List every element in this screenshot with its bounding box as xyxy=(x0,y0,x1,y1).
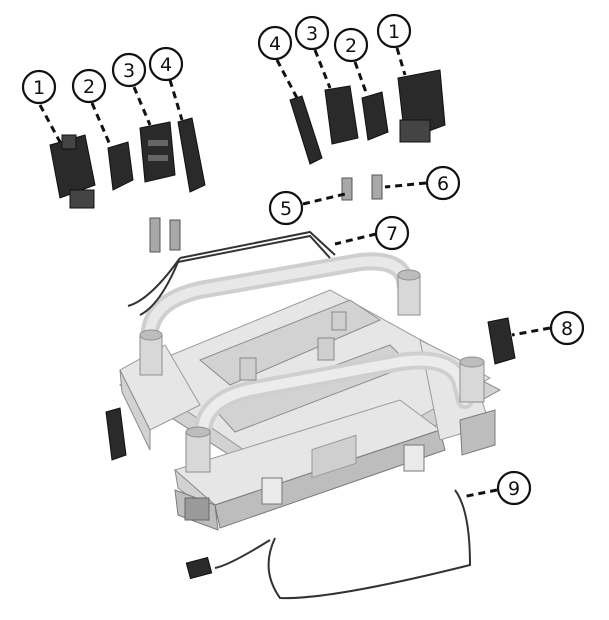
frame-bracket-3 xyxy=(331,311,347,331)
callout-left-4: 4 xyxy=(148,46,184,82)
terminal-block-left xyxy=(105,407,127,461)
callout-8-label: 8 xyxy=(561,318,573,340)
callout-9-label: 9 xyxy=(508,478,520,500)
wire-harness-7 xyxy=(127,230,336,316)
front-handle-highlight xyxy=(195,355,470,445)
main-frame xyxy=(118,252,502,531)
leader-8 xyxy=(511,326,551,337)
right-part-2 xyxy=(361,91,389,141)
leader-6 xyxy=(384,181,427,189)
callout-8: 8 xyxy=(549,310,585,346)
right-part-3 xyxy=(324,85,359,145)
leader-left-4 xyxy=(168,79,184,121)
left-part-3 xyxy=(139,121,176,183)
leader-right-4 xyxy=(275,59,299,99)
leader-9 xyxy=(461,488,498,499)
leader-7 xyxy=(334,232,377,246)
left-part-4 xyxy=(177,117,206,193)
callout-7-label: 7 xyxy=(386,223,398,245)
front-plate xyxy=(311,434,357,479)
left-metal-brackets xyxy=(149,217,181,253)
corner-post-front-right xyxy=(459,356,485,403)
callout-right-2: 2 xyxy=(333,27,369,63)
front-tube-opening xyxy=(184,497,210,521)
callout-6: 6 xyxy=(425,165,461,201)
callout-right-4: 4 xyxy=(257,25,293,61)
latch-right xyxy=(403,444,425,472)
callout-left-4-label: 4 xyxy=(160,54,172,76)
callout-right-4-label: 4 xyxy=(269,33,281,55)
left-beam-side xyxy=(119,369,151,451)
callout-5-label: 5 xyxy=(280,198,292,220)
callout-right-1: 1 xyxy=(376,13,412,49)
callout-right-2-label: 2 xyxy=(345,35,357,57)
right-beam-end xyxy=(459,409,496,456)
callout-6-label: 6 xyxy=(437,173,449,195)
callout-right-1-label: 1 xyxy=(388,21,400,43)
corner-post-back-left xyxy=(139,329,163,376)
right-part-1 xyxy=(397,69,446,143)
callout-left-3: 3 xyxy=(111,52,147,88)
latch-left xyxy=(261,477,283,505)
frame-bracket-2 xyxy=(239,357,257,381)
terminal-block-8 xyxy=(487,317,516,365)
leader-left-2 xyxy=(90,102,112,146)
callout-right-3-label: 3 xyxy=(306,23,318,45)
callout-left-2: 2 xyxy=(71,68,107,104)
leader-right-2 xyxy=(353,61,369,96)
callout-7: 7 xyxy=(374,215,410,251)
corner-post-front-left xyxy=(185,426,211,473)
callout-left-2-label: 2 xyxy=(83,76,95,98)
callout-left-1: 1 xyxy=(21,69,57,105)
callout-9: 9 xyxy=(496,470,532,506)
leader-left-3 xyxy=(132,86,152,126)
callout-left-1-label: 1 xyxy=(33,77,45,99)
frame-bracket-1 xyxy=(317,337,335,361)
cable-assembly-9 xyxy=(185,489,472,600)
right-metal-brackets xyxy=(341,174,383,201)
leader-right-1 xyxy=(395,47,407,76)
leader-right-3 xyxy=(313,49,332,89)
callout-5: 5 xyxy=(268,190,304,226)
back-handle-highlight xyxy=(145,256,413,355)
callout-left-3-label: 3 xyxy=(123,60,135,82)
right-part-4 xyxy=(289,95,323,165)
corner-post-back-right xyxy=(397,269,421,316)
leader-5 xyxy=(302,192,346,206)
callout-right-3: 3 xyxy=(294,15,330,51)
left-part-1 xyxy=(49,134,96,209)
left-part-2 xyxy=(107,141,134,191)
leader-left-1 xyxy=(38,104,62,143)
